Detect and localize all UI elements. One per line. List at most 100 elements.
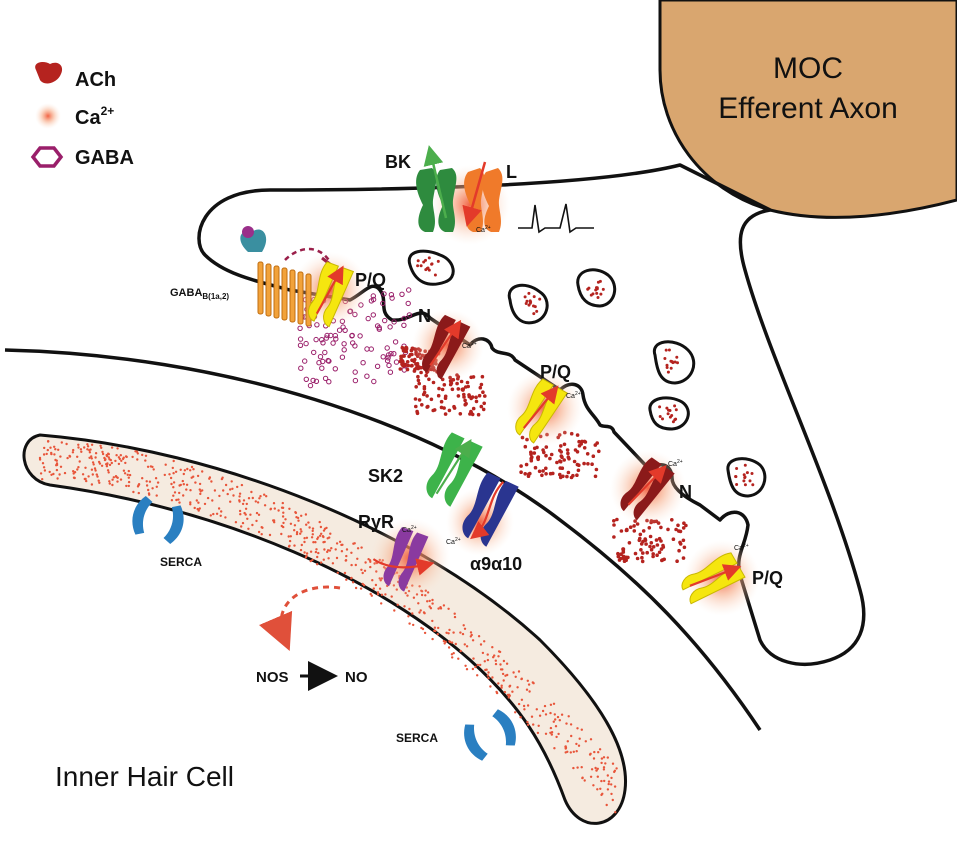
er-dot	[186, 467, 189, 471]
er-dot	[479, 663, 482, 667]
er-dot	[38, 456, 42, 460]
ach-dot	[541, 469, 545, 473]
er-dot	[309, 559, 312, 563]
er-dot	[300, 514, 303, 517]
ach-dot	[601, 287, 605, 291]
gaba-icon	[30, 146, 64, 168]
pq3-label: P/Q	[752, 568, 783, 588]
er-dot	[502, 679, 505, 682]
ach-dot	[678, 540, 682, 545]
er-dot	[287, 545, 291, 548]
gaba-molecule	[381, 291, 387, 297]
er-dot	[592, 757, 596, 760]
er-dot	[566, 740, 569, 743]
er-dot	[127, 480, 131, 484]
er-dot	[48, 470, 51, 474]
ach-dot	[427, 256, 431, 260]
gaba-molecule	[341, 347, 347, 353]
er-dot	[549, 703, 553, 706]
gaba-molecule	[297, 336, 304, 342]
er-dot	[194, 481, 197, 484]
ach-dot	[403, 349, 408, 354]
er-dot	[111, 483, 114, 487]
er-dot	[72, 472, 75, 475]
ach-dot	[635, 556, 640, 561]
er-dot	[95, 473, 99, 476]
ach-dot	[416, 378, 421, 383]
er-dot	[101, 450, 104, 454]
er-dot	[390, 595, 393, 598]
er-dot	[369, 565, 372, 569]
er-dot	[305, 552, 309, 555]
er-dot	[146, 465, 150, 468]
a9a10-receptor	[462, 472, 519, 547]
ach-dot	[410, 363, 414, 368]
er-dot	[117, 462, 121, 466]
inner-hair-cell-label: Inner Hair Cell	[55, 761, 234, 792]
gaba-molecule	[330, 340, 336, 346]
ach-dot	[477, 393, 482, 398]
er-dot	[272, 502, 276, 505]
er-dot	[100, 446, 103, 449]
er-dot	[316, 536, 320, 539]
ach-dot	[596, 280, 600, 284]
er-dot	[314, 541, 317, 544]
er-dot	[171, 466, 174, 470]
svg-text:Ca2+: Ca2+	[734, 543, 749, 552]
er-dot	[429, 607, 433, 610]
ryr-channel	[372, 527, 435, 592]
er-dot	[168, 473, 171, 476]
er-dot	[295, 516, 298, 519]
er-dot	[105, 453, 108, 457]
er-dot	[185, 488, 188, 491]
ach-dot	[575, 433, 580, 437]
er-dot	[190, 465, 194, 469]
er-dot	[457, 657, 460, 660]
er-dot	[284, 518, 287, 521]
er-dot	[99, 444, 102, 447]
ach-dot	[748, 479, 752, 483]
er-dot	[170, 482, 173, 486]
ach-dot	[673, 360, 677, 364]
er-dot	[224, 483, 228, 487]
ach-dot	[458, 412, 463, 416]
er-dot	[110, 446, 114, 449]
gaba-molecule	[349, 333, 355, 339]
gaba-molecule	[324, 332, 330, 339]
er-dot	[83, 477, 87, 481]
gaba-molecule	[384, 345, 390, 351]
er-dot	[218, 494, 221, 498]
er-dot	[212, 512, 215, 516]
er-dot	[516, 686, 519, 689]
er-dot	[599, 787, 602, 790]
er-dot	[172, 494, 175, 497]
er-dot	[43, 469, 47, 472]
gaba-molecule	[389, 295, 395, 301]
ach-dot	[586, 287, 590, 291]
er-dot	[600, 779, 603, 783]
er-dot	[189, 503, 192, 506]
er-dot	[108, 458, 111, 461]
er-dot	[598, 748, 602, 751]
er-dot	[295, 532, 299, 536]
er-dot	[240, 525, 243, 528]
er-dot	[76, 468, 79, 471]
er-dot	[581, 776, 584, 780]
er-dot	[532, 723, 535, 726]
er-dot	[564, 746, 568, 750]
er-dot	[311, 558, 314, 562]
er-dot	[310, 536, 314, 539]
gaba-molecule	[380, 300, 386, 307]
gaba-molecule	[303, 376, 309, 382]
ach-dot	[640, 555, 644, 560]
er-dot	[322, 529, 326, 532]
ach-dot	[562, 442, 567, 447]
gaba-molecule	[386, 362, 392, 369]
er-dot	[88, 456, 91, 459]
er-dot	[376, 593, 380, 596]
ach-dot	[647, 526, 652, 530]
er-dot	[316, 555, 319, 559]
ach-dot	[655, 543, 660, 547]
er-dot	[257, 530, 261, 534]
